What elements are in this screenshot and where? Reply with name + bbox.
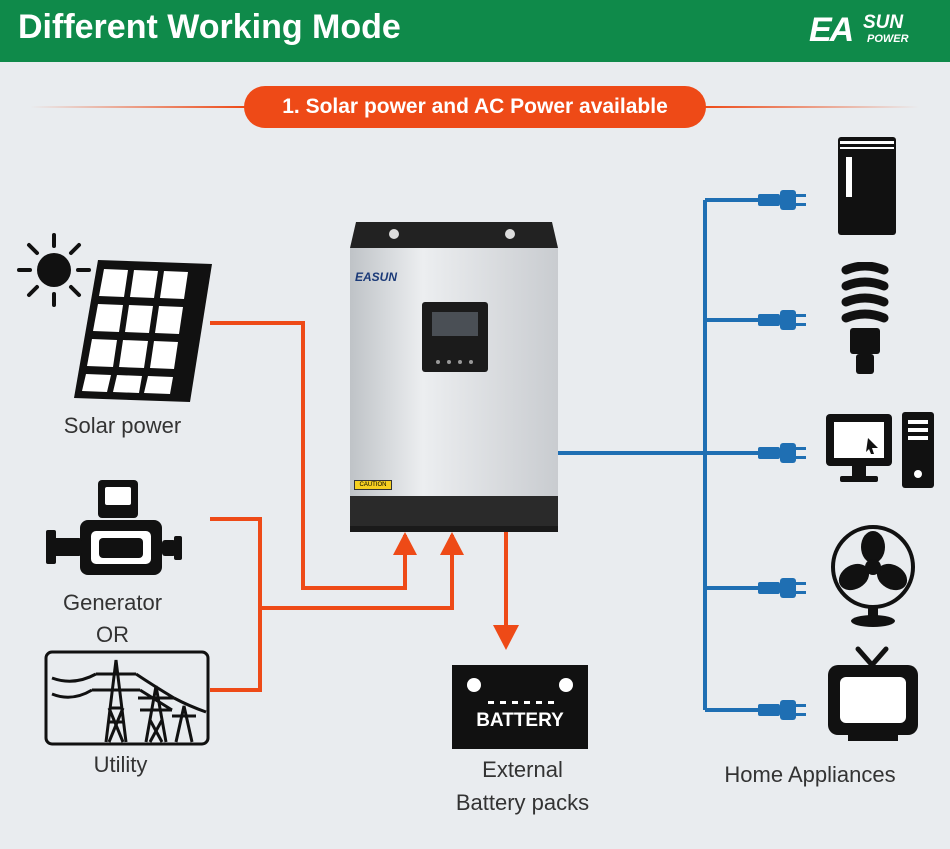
plug-icon bbox=[758, 700, 806, 720]
mode-badge: 1. Solar power and AC Power available bbox=[244, 86, 706, 128]
plug-icon bbox=[758, 578, 806, 598]
ac-input-line bbox=[260, 535, 454, 610]
plug-icon bbox=[758, 190, 806, 210]
logo-ea-text: EA bbox=[809, 11, 854, 49]
inverter-unit bbox=[350, 222, 558, 532]
generator-icon bbox=[46, 480, 182, 575]
battery-icon bbox=[452, 665, 588, 749]
ac-input-arrow bbox=[440, 532, 464, 555]
battery-caption-line1: External bbox=[482, 757, 563, 782]
refrigerator-icon bbox=[838, 137, 896, 235]
caution-sticker: CAUTION bbox=[354, 480, 392, 490]
logo-power-text: POWER bbox=[867, 33, 909, 45]
plug-icon bbox=[758, 310, 806, 330]
divider-left bbox=[30, 106, 245, 108]
appliances-caption: Home Appliances bbox=[724, 762, 896, 787]
inverter-brand-logo: EASUN bbox=[355, 270, 398, 284]
divider-right bbox=[704, 106, 919, 108]
battery-icon-label: BATTERY bbox=[476, 710, 564, 731]
computer-icon bbox=[826, 412, 934, 488]
solar-input-arrow bbox=[393, 532, 417, 555]
utility-tower-icon bbox=[44, 650, 210, 746]
solar-line bbox=[210, 321, 407, 590]
plug-icon bbox=[758, 443, 806, 463]
or-label: OR bbox=[96, 622, 129, 647]
battery-arrow bbox=[493, 625, 519, 650]
utility-label: Utility bbox=[93, 752, 148, 777]
generator-line bbox=[210, 517, 262, 692]
sun-icon bbox=[17, 233, 91, 307]
page-title: Different Working Mode bbox=[18, 8, 401, 46]
battery-caption-line2: Battery packs bbox=[455, 790, 590, 815]
light-bulb-icon bbox=[841, 262, 889, 374]
header-bar: Different Working Mode EA SUN POWER bbox=[0, 0, 950, 62]
fan-icon bbox=[831, 525, 915, 627]
solar-panel-icon bbox=[74, 260, 212, 402]
logo-sun-text: SUN bbox=[863, 12, 904, 33]
generator-label: Generator bbox=[62, 590, 163, 615]
solar-label: Solar power bbox=[63, 413, 182, 438]
plug-icons bbox=[758, 190, 806, 720]
television-icon bbox=[828, 646, 918, 741]
brand-logo: EA SUN POWER bbox=[809, 11, 924, 51]
